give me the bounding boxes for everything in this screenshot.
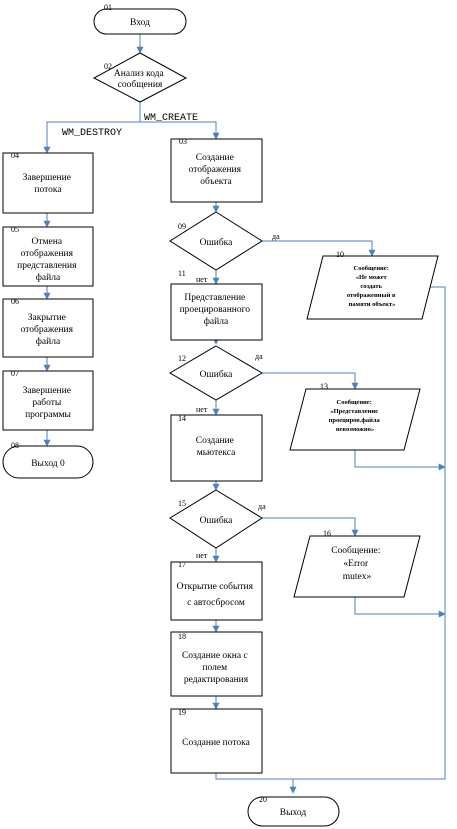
- svg-text:04: 04: [11, 151, 19, 160]
- edge-12-13: [262, 372, 359, 390]
- svg-text:Выход 0: Выход 0: [31, 459, 65, 469]
- node-14-process: 14 Создание мьютекса: [170, 414, 263, 482]
- edge-label-yes-12: да: [255, 352, 263, 361]
- node-10-message: 10 Сообщение: «Не может создать отображе…: [306, 250, 439, 320]
- edge-13-merge: [354, 450, 446, 471]
- svg-text:06: 06: [11, 297, 19, 306]
- node-17-process: 17 Открытие события с автосбросом: [170, 560, 263, 621]
- edge-label-no-15: нет: [196, 551, 208, 560]
- edge-label-no-09: нет: [196, 275, 208, 284]
- svg-text:10: 10: [336, 250, 344, 259]
- svg-text:Представление проецирова: Представление проецированного файла: [180, 293, 253, 327]
- svg-text:Выход: Выход: [280, 808, 307, 818]
- svg-text:Создание отображения: Создание отображения объекта: [189, 153, 244, 187]
- svg-text:17: 17: [178, 560, 186, 569]
- edge-10-20: [293, 286, 446, 780]
- node-08-exit0: 08 Выход 0: [2, 441, 94, 479]
- node-13-message: 13 Сообщение: «Представление проециров.ф…: [289, 382, 421, 451]
- svg-text:11: 11: [178, 269, 186, 278]
- edge-19-20: [215, 773, 297, 794]
- svg-text:Сообщение: «Error: Сообщение: «Error mutex»: [331, 545, 383, 582]
- svg-text:Открытие события с автос: Открытие события с автосбросом: [177, 581, 256, 608]
- svg-text:Сообщение: «Представлени: Сообщение: «Представление проециров.файл…: [329, 399, 382, 433]
- node-06-process: 06 Закрытие отображения файла: [2, 297, 94, 358]
- svg-text:03: 03: [179, 137, 187, 146]
- node-20-exit: 20 Выход: [247, 795, 340, 827]
- svg-text:Завершение работы: Завершение работы программы: [23, 386, 74, 420]
- node-15-decision: 15 Ошибка: [169, 489, 263, 549]
- svg-text:18: 18: [178, 632, 186, 641]
- node-01-start: 01 Вход: [93, 3, 187, 35]
- svg-text:20: 20: [259, 795, 267, 804]
- node-16-message: 16 Сообщение: «Error mutex»: [293, 529, 421, 598]
- node-09-decision: 09 Ошибка: [169, 211, 263, 271]
- svg-text:Закрытие отображения: Закрытие отображения файла: [21, 313, 76, 347]
- svg-text:15: 15: [178, 499, 186, 508]
- svg-text:07: 07: [11, 369, 19, 378]
- node-03-process: 03 Создание отображения объекта: [170, 137, 263, 203]
- edge-label-wm-create: WM_CREATE: [144, 113, 198, 124]
- svg-text:Сообщение: «Не может: Сообщение: «Не может создать отображенны…: [347, 265, 397, 308]
- svg-text:12: 12: [178, 354, 186, 363]
- node-04-process: 04 Завершение потока: [2, 151, 94, 214]
- svg-text:Создание потока: Создание потока: [182, 738, 250, 748]
- node-07-process: 07 Завершение работы программы: [2, 369, 94, 431]
- node-19-process: 19 Создание потока: [170, 708, 263, 774]
- svg-text:14: 14: [178, 414, 186, 423]
- svg-text:Ошибка: Ошибка: [200, 515, 234, 526]
- svg-text:09: 09: [178, 222, 186, 231]
- svg-text:13: 13: [320, 382, 328, 391]
- svg-text:02: 02: [104, 62, 112, 71]
- svg-text:Завершение потока: Завершение потока: [23, 173, 74, 195]
- svg-text:08: 08: [11, 441, 19, 450]
- svg-text:Отмена отображения: Отмена отображения представления файла: [17, 237, 79, 283]
- edge-02-03: [139, 102, 220, 140]
- edge-09-10: [262, 240, 376, 257]
- edge-label-yes-09: да: [272, 232, 280, 241]
- svg-text:Создание окна с полем: Создание окна с полем редактирования: [182, 651, 250, 685]
- edge-label-wm-destroy: WM_DESTROY: [62, 128, 122, 139]
- svg-text:Анализ кода сообщения: Анализ кода сообщения: [114, 69, 166, 90]
- svg-text:Вход: Вход: [130, 18, 150, 28]
- svg-text:Создание мьютекса: Создание мьютекса: [196, 436, 236, 458]
- node-05-process: 05 Отмена отображения представления файл…: [2, 225, 94, 287]
- edge-15-16: [262, 517, 359, 537]
- node-02-decision: 02 Анализ кода сообщения: [92, 52, 188, 103]
- svg-text:05: 05: [11, 225, 19, 234]
- edge-16-merge: [354, 597, 446, 618]
- node-12-decision: 12 Ошибка: [169, 345, 263, 401]
- edge-label-no-12: нет: [196, 405, 208, 414]
- node-18-process: 18 Создание окна с полем редактирования: [170, 631, 263, 697]
- node-11-process: 11 Представление проецированного файла: [170, 269, 263, 341]
- edge-label-yes-15: да: [258, 502, 266, 511]
- edge-02-04: [43, 121, 140, 154]
- svg-text:01: 01: [104, 3, 112, 12]
- svg-text:19: 19: [178, 708, 186, 717]
- connectors: [43, 34, 446, 794]
- svg-text:Ошибка: Ошибка: [200, 369, 234, 380]
- svg-text:Ошибка: Ошибка: [200, 237, 234, 248]
- svg-text:16: 16: [323, 529, 331, 538]
